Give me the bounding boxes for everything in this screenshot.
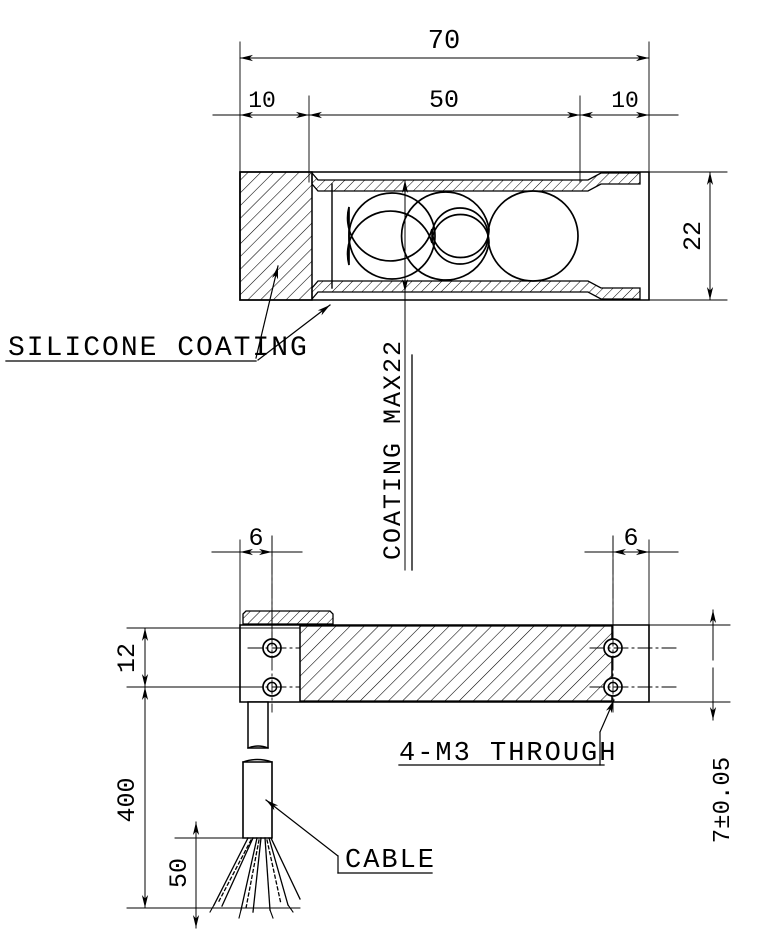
dim-text-thickness: 7±0.05 [710,757,737,843]
cable-stub [247,701,269,749]
cable-body [242,761,273,839]
dim-text-cable-length: 400 [113,777,142,822]
cable-wire-strands [213,837,301,913]
silicone-coating-leaders [255,265,331,361]
hole-center-lines [247,535,679,713]
dim-text-center-span: 50 [429,86,459,115]
coating-strip-bottom [311,280,641,301]
dim-text-left-block: 10 [248,88,276,114]
coating-left-block [239,171,313,301]
flexure-circles [348,190,579,282]
dim-text-width: 22 [679,221,708,251]
coating-strip-top [311,171,641,192]
m3-note-leader [599,699,615,733]
side-coating-cap [242,610,334,625]
dim-text-overall-length: 70 [428,27,460,57]
dim-text-right-hole-offset: 6 [623,524,638,553]
cable-note-leader [265,799,339,857]
note-cable: CABLE [345,846,436,876]
dim-text-left-hole-offset: 6 [248,524,263,553]
note-silicone-coating: SILICONE COATING [8,333,309,364]
side-body-hatch [299,625,613,702]
dim-text-hole-spacing: 12 [113,643,142,673]
dim-text-right-block: 10 [611,88,639,114]
note-coating-max: COATING MAX22 [379,339,408,560]
dim-text-wire-strip: 50 [165,858,194,888]
note-m3-through: 4-M3 THROUGH [399,739,617,769]
flexure-cutouts [346,191,490,281]
